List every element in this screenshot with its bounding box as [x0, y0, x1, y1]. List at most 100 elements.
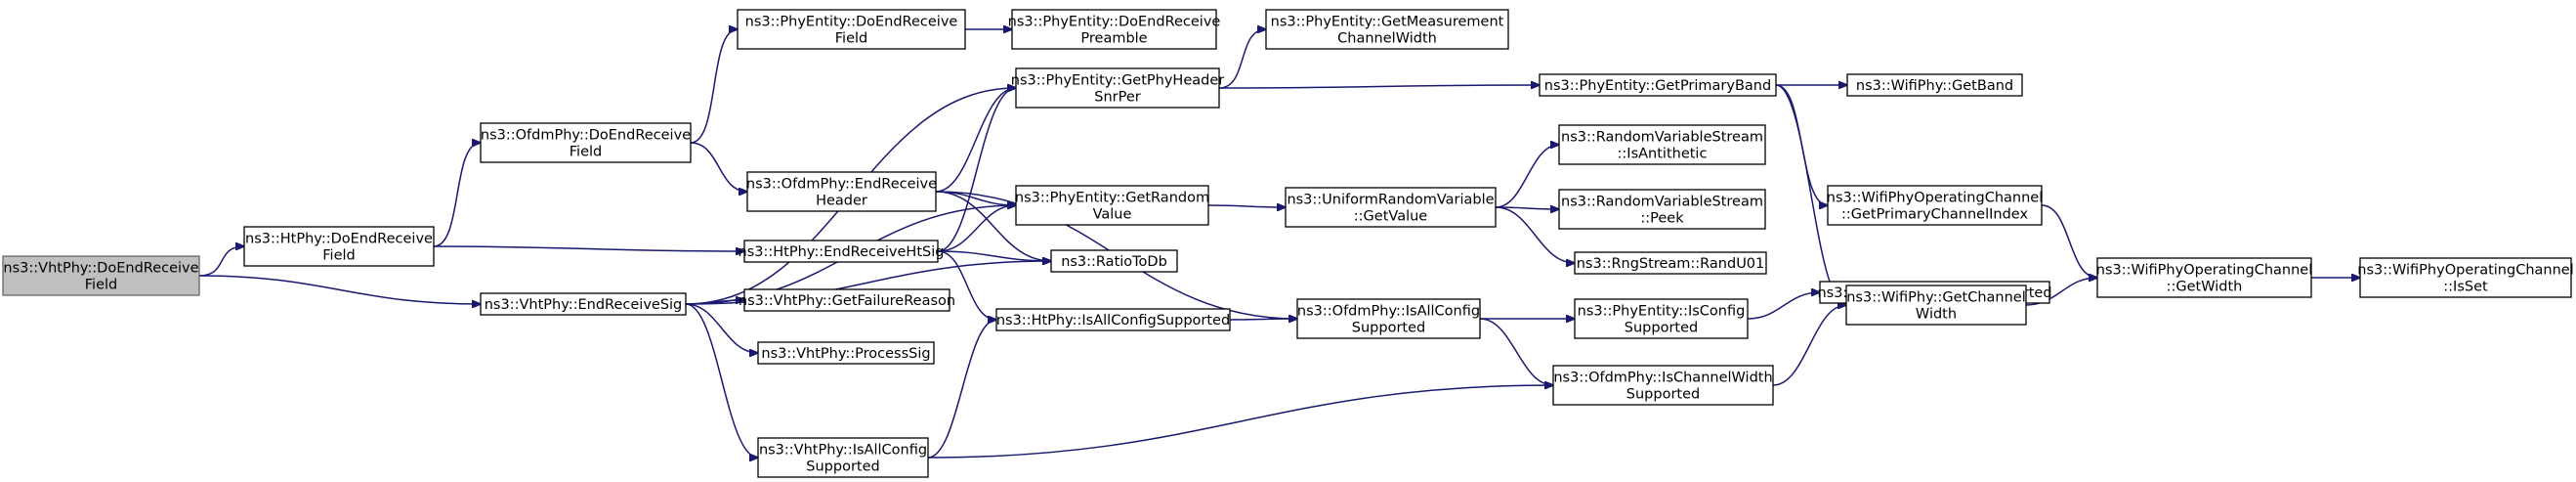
node-ht_isallconfigsupported[interactable]: ns3::HtPhy::IsAllConfigSupported	[995, 308, 1231, 331]
node-label: ns3::OfdmPhy::EndReceive	[746, 177, 937, 193]
node-label: ns3::PhyEntity::DoEndReceive	[1008, 15, 1221, 30]
node-label: ns3::PhyEntity::GetMeasurement	[1271, 15, 1504, 30]
edge-vht_isallconfigsupported-to-ht_isallconfigsupported	[927, 320, 996, 459]
node-label: ns3::PhyEntity::GetRandom	[1015, 191, 1209, 206]
node-box	[757, 341, 935, 365]
edge-vht_endreceivesig-to-vht_getfailurereason	[685, 300, 744, 305]
edge-phyentity_getrandomvalue-to-uniformrandomvariable_getvalue	[1207, 205, 1286, 207]
node-label: ns3::RngStream::RandU01	[1577, 256, 1765, 272]
node-box	[1285, 187, 1497, 228]
node-rngstream_randu01[interactable]: ns3::RngStream::RandU01	[1574, 251, 1767, 275]
node-label: ns3::VhtPhy::DoEndReceive	[3, 261, 198, 277]
node-randomvariablestream_peek[interactable]: ns3::RandomVariableStream::Peek	[1558, 189, 1766, 230]
node-box	[1296, 298, 1481, 339]
edge-ofdm_endreceiveheader-to-ratiotodb	[935, 191, 1051, 261]
node-ratiotodb[interactable]: ns3::RatioToDb	[1050, 249, 1178, 273]
edge-vht_endreceivesig-to-vht_processsig	[685, 303, 758, 353]
node-label: ::IsAntithetic	[1618, 147, 1708, 162]
node-box	[2359, 257, 2572, 298]
node-box	[243, 226, 435, 267]
node-box	[1552, 365, 1774, 406]
edge-wifiphy_getchannelwidth-to-wifiphyoperatingchannel_getwidth	[2025, 278, 2097, 306]
node-label: ns3::WifiPhyOperatingChannel	[1827, 191, 2043, 206]
edge-vht_doendreceivefield-to-vht_endreceivesig	[198, 275, 481, 304]
node-box	[1827, 185, 2043, 226]
node-vht_isallconfigsupported[interactable]: ns3::VhtPhy::IsAllConfigSupported	[757, 437, 929, 478]
edge-ht_endreceivehtsig-to-phyentity_getrandomvalue	[937, 205, 1016, 252]
edge-vht_doendreceivefield-to-ht_doendreceivefield	[198, 246, 244, 277]
node-label: Supported	[1626, 387, 1700, 403]
node-label: Supported	[806, 460, 879, 475]
edge-phyentity_getphyheadersnrper-to-phyentity_getprimaryband	[1218, 85, 1540, 88]
node-ofdm_isallconfigsupported[interactable]: ns3::OfdmPhy::IsAllConfigSupported	[1296, 298, 1481, 339]
edges-layer	[198, 29, 2360, 459]
node-label: ns3::WifiPhyOperatingChannel	[2357, 263, 2573, 279]
node-label: ns3::HtPhy::EndReceiveHtSig	[739, 244, 945, 260]
node-wifiphy_getband[interactable]: ns3::WifiPhy::GetBand	[1846, 73, 2023, 97]
node-box	[1558, 124, 1766, 165]
node-wifiphyoperatingchannel_getwidth[interactable]: ns3::WifiPhyOperatingChannel::GetWidth	[2096, 257, 2312, 298]
node-label: ::GetWidth	[2167, 280, 2243, 295]
node-label: ns3::RatioToDb	[1061, 254, 1167, 270]
node-wifiphyoperatingchannel_getprimarychannelindex[interactable]: ns3::WifiPhyOperatingChannel::GetPrimary…	[1827, 185, 2043, 226]
node-box	[1011, 9, 1217, 50]
node-box	[1539, 73, 1777, 97]
node-label: ns3::VhtPhy::IsAllConfig	[759, 443, 927, 459]
node-phyentity_getmeasurementchannelwidth[interactable]: ns3::PhyEntity::GetMeasurementChannelWid…	[1265, 9, 1509, 50]
node-label: ns3::PhyEntity::GetPhyHeader	[1011, 73, 1224, 89]
node-vht_processsig[interactable]: ns3::VhtPhy::ProcessSig	[757, 341, 935, 365]
node-label: ns3::HtPhy::IsAllConfigSupported	[996, 313, 1230, 329]
node-label: Supported	[1625, 321, 1698, 336]
node-label: ns3::VhtPhy::EndReceiveSig	[485, 297, 683, 313]
node-label: ns3::OfdmPhy::IsAllConfig	[1297, 304, 1480, 320]
edge-ofdm_isallconfigsupported-to-ofdm_ischannelwidthsupported	[1479, 318, 1553, 385]
node-randomvariablestream_isantithetic[interactable]: ns3::RandomVariableStream::IsAntithetic	[1558, 124, 1766, 165]
edge-ht_doendreceivefield-to-ht_endreceivehtsig	[433, 245, 744, 251]
edge-ht_isallconfigsupported-to-ofdm_isallconfigsupported	[1229, 319, 1297, 320]
node-label: ns3::WifiPhyOperatingChannel	[2096, 263, 2312, 279]
node-label: ns3::WifiPhy::GetBand	[1856, 78, 2013, 94]
node-ht_endreceivehtsig[interactable]: ns3::HtPhy::EndReceiveHtSig	[739, 240, 945, 263]
node-label: ns3::VhtPhy::ProcessSig	[761, 346, 930, 362]
node-wifiphyoperatingchannel_isset[interactable]: ns3::WifiPhyOperatingChannel::IsSet	[2357, 257, 2574, 298]
node-box	[2, 255, 200, 296]
node-uniformrandomvariable_getvalue[interactable]: ns3::UniformRandomVariable::GetValue	[1285, 187, 1497, 228]
node-box	[743, 288, 950, 312]
node-box	[1845, 285, 2027, 326]
node-label: Field	[835, 31, 867, 47]
node-label: ns3::RandomVariableStream	[1561, 195, 1763, 210]
node-label: ns3::PhyEntity::IsConfig	[1578, 304, 1746, 320]
edge-ofdm_doendreceivefield-to-ofdm_endreceiveheader	[690, 142, 747, 192]
node-label: SnrPer	[1094, 90, 1141, 106]
edge-wifiphyoperatingchannel_getprimarychannelindex-to-wifiphyoperatingchannel_getwidth	[2041, 204, 2097, 278]
node-label: ::Peek	[1640, 211, 1684, 227]
node-label: Supported	[1352, 321, 1425, 336]
node-box	[1265, 9, 1509, 50]
node-label: Field	[322, 248, 355, 264]
node-box	[1558, 189, 1766, 230]
node-label: Header	[816, 194, 867, 209]
node-label: ::IsSet	[2443, 280, 2488, 295]
node-box	[1574, 251, 1767, 275]
node-vht_endreceivesig[interactable]: ns3::VhtPhy::EndReceiveSig	[480, 292, 687, 316]
edge-ofdm_endreceiveheader-to-phyentity_getphyheadersnrper	[935, 88, 1016, 193]
node-box	[1574, 298, 1749, 339]
node-label: ns3::WifiPhy::GetChannel	[1846, 290, 2026, 306]
edge-ht_endreceivehtsig-to-ratiotodb	[937, 250, 1051, 261]
node-phyentity_getprimaryband[interactable]: ns3::PhyEntity::GetPrimaryBand	[1539, 73, 1777, 97]
node-vht_getfailurereason[interactable]: ns3::VhtPhy::GetFailureReason	[739, 288, 955, 312]
edge-vht_isallconfigsupported-to-ofdm_ischannelwidthsupported	[927, 385, 1553, 459]
edge-ofdm_ischannelwidthsupported-to-wifiphy_getchannelwidth	[1772, 305, 1846, 386]
